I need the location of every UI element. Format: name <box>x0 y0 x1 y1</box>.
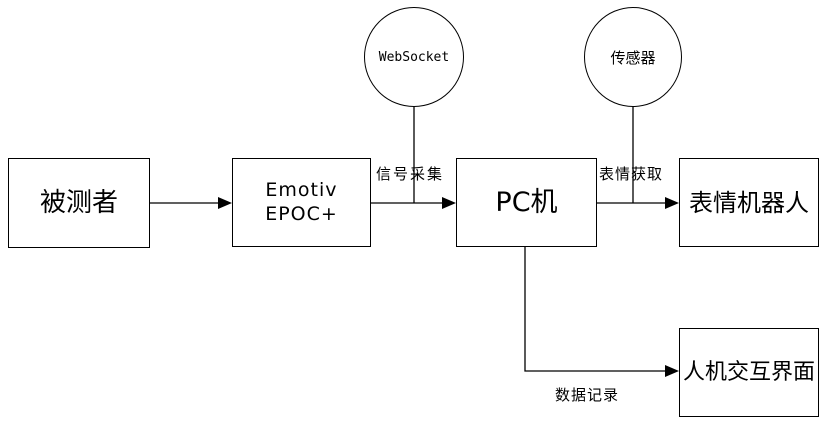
node-hci-interface: 人机交互界面 <box>679 328 819 417</box>
node-hci-label: 人机交互界面 <box>683 359 815 387</box>
node-subject: 被测者 <box>8 158 150 248</box>
node-sensor-label: 传感器 <box>610 47 655 68</box>
node-sensor: 传感器 <box>584 7 682 107</box>
edge-pc-hci <box>525 247 667 371</box>
node-pc: PC机 <box>456 158 597 247</box>
edge-label-signal-acquisition: 信号采集 <box>376 165 444 183</box>
node-pc-label: PC机 <box>495 186 557 220</box>
node-subject-label: 被测者 <box>40 187 118 220</box>
node-emotiv-epoc: Emotiv EPOC+ <box>232 158 371 247</box>
node-emotiv-label-line2: EPOC+ <box>265 203 338 227</box>
node-robot-label: 表情机器人 <box>689 188 809 218</box>
node-websocket: WebSocket <box>364 7 464 107</box>
arrowhead-pc <box>442 197 456 209</box>
edge-label-expression-acquisition: 表情获取 <box>599 165 663 183</box>
node-websocket-label: WebSocket <box>379 50 449 65</box>
edge-label-data-recording: 数据记录 <box>555 386 619 404</box>
node-expression-robot: 表情机器人 <box>679 158 819 247</box>
node-emotiv-label-line1: Emotiv <box>265 179 338 203</box>
arrowhead-robot <box>665 197 679 209</box>
arrowhead-emotiv <box>218 197 232 209</box>
arrowhead-hci <box>665 365 679 377</box>
